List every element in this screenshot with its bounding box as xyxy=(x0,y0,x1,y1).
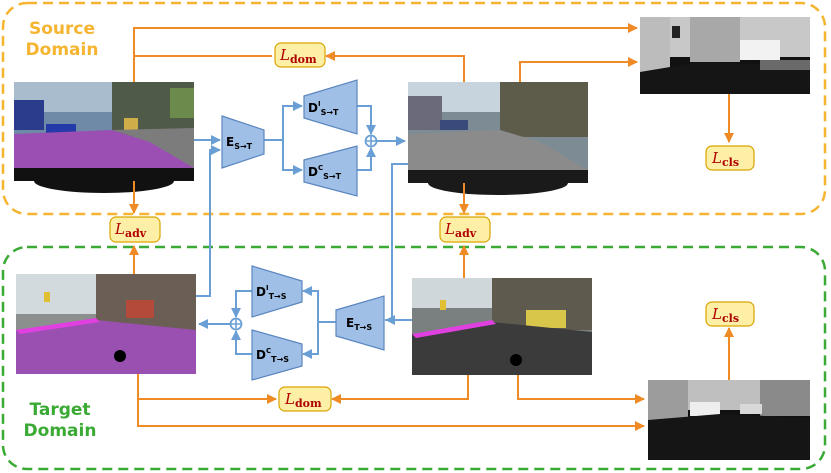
source-domain-box xyxy=(1,1,827,216)
arrow-dec-c-t2s-to-sum xyxy=(231,330,252,355)
source-domain-label: Source xyxy=(29,19,95,39)
decoder-i-t2s: DIT→S xyxy=(251,265,303,318)
arrow-dom-top-right xyxy=(325,51,465,82)
svg-text:DIS→T: DIS→T xyxy=(308,100,339,117)
translated-source-image xyxy=(408,82,588,195)
arrow-dec-i-t2s-to-sum xyxy=(231,290,252,318)
target-image xyxy=(16,274,196,374)
source-domain-label-2: Domain xyxy=(26,40,99,60)
decoder-c-t2s: DCT→S xyxy=(251,329,303,381)
arrow-dec-i-to-sum xyxy=(357,105,376,135)
arrow-target-to-encoder-s2t xyxy=(196,145,221,297)
loss-dom-top: Ldom xyxy=(274,42,326,68)
svg-text:ET→S: ET→S xyxy=(346,316,372,332)
arrow-encoder-split-top xyxy=(264,101,303,141)
arrow-dom-bottom-right xyxy=(331,375,469,404)
loss-adv-right: Ladv xyxy=(439,216,491,243)
arrow-translated-to-encoder-t2s xyxy=(385,163,408,321)
arrow-dec-c-to-sum xyxy=(357,147,376,171)
orange-arrows xyxy=(129,23,734,431)
loss-dom-bottom: Ldom xyxy=(278,386,332,412)
loss-cls-bottom: Lcls xyxy=(705,301,755,327)
svg-text:Lcls: Lcls xyxy=(711,305,739,325)
svg-text:DIT→S: DIT→S xyxy=(256,284,287,301)
target-domain-label: Target xyxy=(29,400,90,420)
blue-arrows xyxy=(194,101,412,359)
target-domain-box xyxy=(1,245,827,471)
sum-node-bottom xyxy=(229,317,243,331)
svg-text:Ldom: Ldom xyxy=(279,46,317,66)
source-image xyxy=(14,82,194,193)
arrow-encoder-t2s-split-top xyxy=(302,286,336,323)
encoder-t2s: ET→S xyxy=(335,295,385,351)
arrow-encoder-t2s-split-bottom xyxy=(302,322,319,359)
arrow-encoder-split-bottom xyxy=(282,140,303,175)
source-segmentation-image xyxy=(640,17,810,94)
decoder-c-s2t: DCS→T xyxy=(303,145,358,197)
target-segmentation-image xyxy=(648,380,810,460)
svg-text:Ldom: Ldom xyxy=(284,390,322,410)
arrow-target-to-seg xyxy=(137,399,645,431)
svg-text:Ladv: Ladv xyxy=(444,220,477,240)
decoder-i-s2t: DIS→T xyxy=(303,79,358,135)
loss-cls-top: Lcls xyxy=(705,145,755,171)
translated-target-image xyxy=(412,278,592,375)
arrow-source-to-seg xyxy=(133,23,638,82)
svg-text:ES→T: ES→T xyxy=(226,135,253,151)
svg-text:Lcls: Lcls xyxy=(711,149,739,169)
loss-adv-left: Ladv xyxy=(109,216,161,243)
svg-text:DCT→S: DCT→S xyxy=(256,347,289,364)
sum-node-top xyxy=(364,134,378,148)
svg-text:Ladv: Ladv xyxy=(114,220,147,240)
svg-text:DCS→T: DCS→T xyxy=(308,164,342,181)
arrow-transtarget-to-seg xyxy=(517,375,645,404)
encoder-s2t: ES→T xyxy=(221,115,265,169)
target-domain-label-2: Domain xyxy=(24,421,97,441)
arrow-translated-to-seg xyxy=(519,57,638,82)
